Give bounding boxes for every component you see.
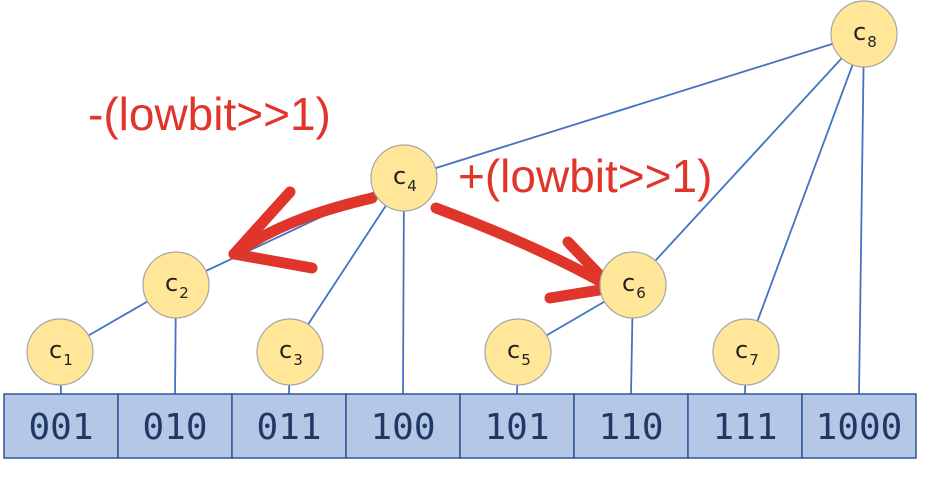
- node-letter: c: [49, 336, 62, 364]
- edge-c8-c7: [745, 33, 865, 353]
- tree-node-c2: c2: [142, 251, 210, 319]
- index-cell-box: [117, 393, 233, 459]
- node-label: c6: [622, 269, 646, 302]
- index-cell-100: 100: [345, 393, 461, 459]
- edge-c4-c3: [289, 177, 405, 353]
- node-subscript: 7: [749, 351, 759, 369]
- node-circle: [599, 251, 667, 319]
- navigation-arrows: [228, 186, 618, 304]
- tree-node-c6: c6: [599, 251, 667, 319]
- tree-node-c4: c4: [370, 144, 438, 212]
- index-cell-1000: 1000: [801, 393, 917, 459]
- index-cell-label: 010: [142, 407, 207, 448]
- index-cell-box: [3, 393, 119, 459]
- node-letter: c: [735, 336, 748, 364]
- node-subscript: 5: [521, 351, 531, 369]
- node-subscript: 6: [636, 284, 646, 302]
- node-label: c5: [507, 336, 531, 369]
- index-cell-box: [231, 393, 347, 459]
- index-cell-010: 010: [117, 393, 233, 459]
- node-circle: [26, 318, 94, 386]
- node-circle: [370, 144, 438, 212]
- node-circle: [830, 0, 898, 68]
- annotation-minus-lowbit: -(lowbit>>1): [88, 88, 331, 140]
- node-circle: [484, 318, 552, 386]
- edge-c8-c4: [403, 33, 865, 179]
- node-label: c8: [853, 18, 877, 51]
- index-cell-label: 111: [712, 407, 777, 448]
- node-label: c4: [393, 162, 417, 195]
- tree-node-c3: c3: [256, 318, 324, 386]
- node-subscript: 1: [63, 351, 73, 369]
- index-cell-box: [687, 393, 803, 459]
- node-letter: c: [853, 18, 866, 46]
- binary-index-row: 001 010 011 100 101 110 111 1000: [3, 393, 917, 459]
- arrow-left-head-upper: [228, 186, 296, 260]
- index-cell-001: 001: [3, 393, 119, 459]
- node-letter: c: [507, 336, 520, 364]
- node-subscript: 2: [179, 284, 189, 302]
- index-cell-111: 111: [687, 393, 803, 459]
- index-cell-label: 011: [256, 407, 321, 448]
- index-cell-110: 110: [573, 393, 689, 459]
- index-cell-label: 1000: [816, 407, 903, 448]
- index-cell-label: 110: [598, 407, 663, 448]
- arrow-left-head-lower: [228, 248, 318, 274]
- index-cell-box: [573, 393, 689, 459]
- node-circle: [712, 318, 780, 386]
- arrow-right-path: [430, 202, 618, 294]
- node-letter: c: [622, 269, 635, 297]
- node-letter: c: [165, 269, 178, 297]
- tree-node-c8: c8: [830, 0, 898, 68]
- node-letter: c: [393, 162, 406, 190]
- tree-node-c7: c7: [712, 318, 780, 386]
- node-letter: c: [279, 336, 292, 364]
- node-label: c1: [49, 336, 73, 369]
- node-subscript: 3: [293, 351, 303, 369]
- index-cell-box: [345, 393, 461, 459]
- index-cell-101: 101: [459, 393, 575, 459]
- index-cell-label: 001: [28, 407, 93, 448]
- node-label: c3: [279, 336, 303, 369]
- index-cell-label: 101: [484, 407, 549, 448]
- node-circle: [142, 251, 210, 319]
- node-subscript: 4: [407, 177, 417, 195]
- index-cell-box: [801, 393, 917, 459]
- node-label: c2: [165, 269, 189, 302]
- node-subscript: 8: [867, 33, 877, 51]
- annotation-plus-lowbit: +(lowbit>>1): [458, 150, 712, 202]
- index-cell-label: 100: [370, 407, 435, 448]
- tree-node-c1: c1: [26, 318, 94, 386]
- index-cell-011: 011: [231, 393, 347, 459]
- edge-c8-cell-8: [858, 33, 865, 395]
- tree-node-c5: c5: [484, 318, 552, 386]
- node-circle: [256, 318, 324, 386]
- edge-c4-cell-4: [402, 177, 405, 395]
- edge-c8-c6: [632, 33, 865, 286]
- index-cell-box: [459, 393, 575, 459]
- node-label: c7: [735, 336, 759, 369]
